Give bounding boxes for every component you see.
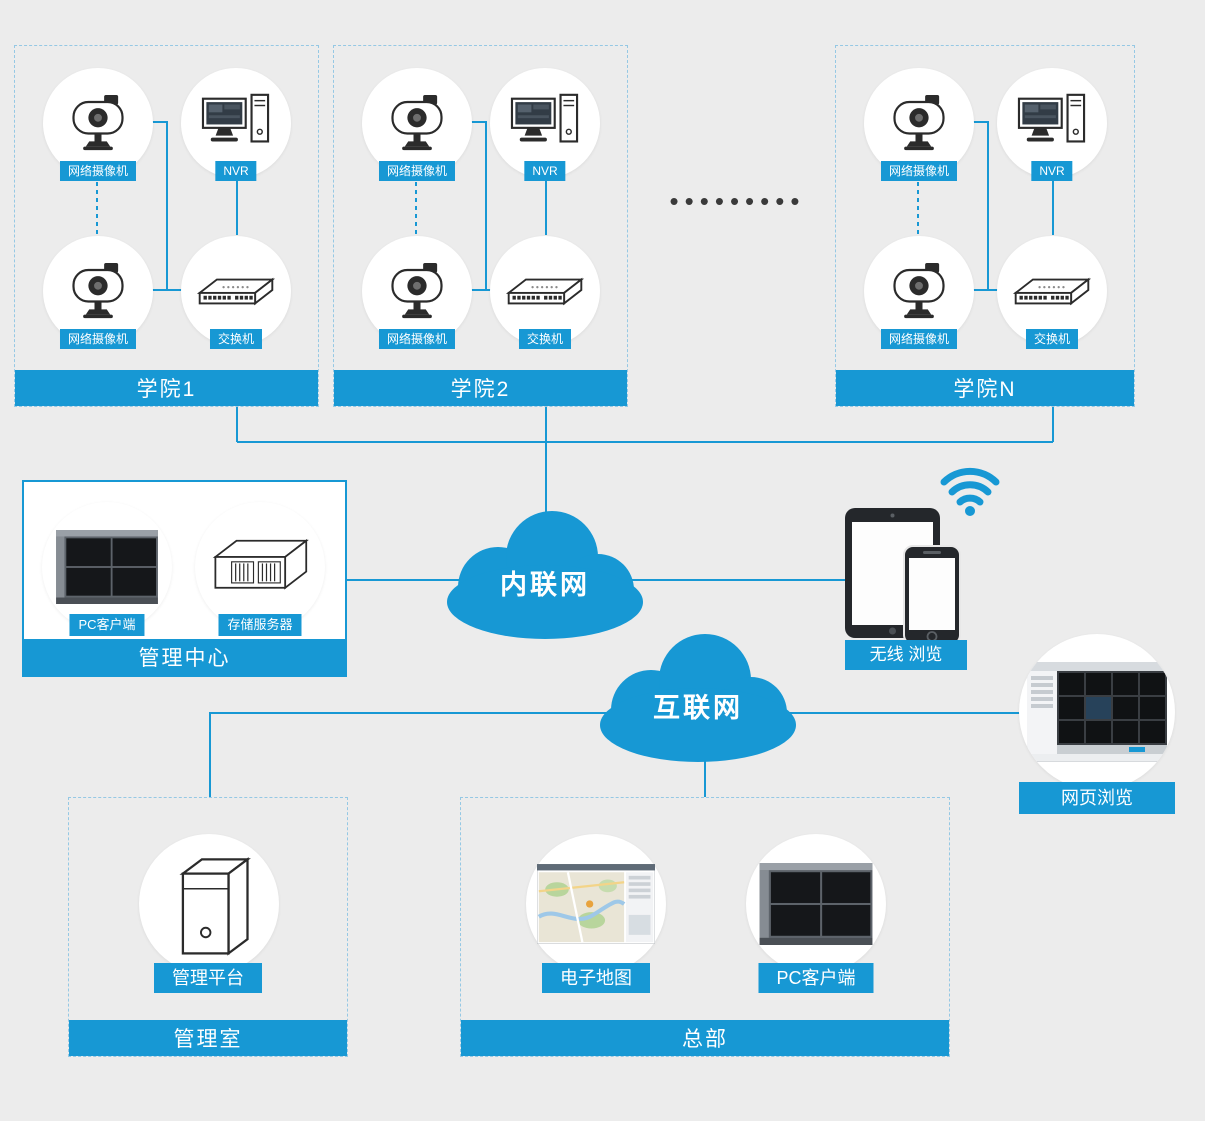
web-browsing-label: 网页浏览 [1019, 782, 1175, 814]
wireless-browsing-label: 无线 浏览 [845, 640, 967, 670]
node-label: 网络摄像机 [378, 329, 456, 349]
management-room-group: 管理平台 管理室 [68, 797, 348, 1057]
intranet-cloud: 内联网 [440, 505, 650, 640]
server-tower-icon [162, 847, 257, 961]
node-label: 存储服务器 [218, 614, 302, 636]
node-label: NVR [1031, 161, 1073, 181]
node-circle [997, 68, 1107, 178]
electronic-map-node [526, 834, 666, 974]
wifi-icon [938, 460, 1002, 518]
network-camera-node: 网络摄像机 [43, 236, 153, 349]
node-circle [864, 236, 974, 346]
cloud-shape [447, 511, 643, 639]
browser-screenshot [1027, 662, 1167, 762]
storage-server-icon [207, 531, 313, 604]
map-screenshot [537, 864, 655, 944]
node-circle [139, 834, 279, 974]
headquarters-banner: 总部 [461, 1020, 949, 1056]
management-center-banner: 管理中心 [24, 639, 345, 675]
pc-client-node [746, 834, 886, 974]
node-circle [181, 236, 291, 346]
pc-client-screenshot [56, 530, 158, 604]
storage-server-node: 存储服务器 [195, 502, 325, 636]
node-label: 交换机 [518, 329, 572, 349]
node-label: 网络摄像机 [59, 161, 137, 181]
node-label: NVR [524, 161, 566, 181]
switch-node: 交换机 [997, 236, 1107, 349]
college-banner: 学院2 [334, 370, 627, 406]
college-n-group: 网络摄像机 NVR 网络摄像机 交换机 学院N [835, 45, 1135, 407]
pc-client-node: PC客户端 [42, 502, 172, 636]
network-camera-node: 网络摄像机 [362, 236, 472, 349]
node-circle [746, 834, 886, 974]
network-camera-node: 网络摄像机 [43, 68, 153, 181]
management-platform-node [139, 834, 279, 974]
ptz-camera-icon [382, 256, 452, 326]
management-center-group: PC客户端 存储服务器 管理中心 [22, 480, 347, 677]
ellipsis-dots: ••••••••• [669, 186, 806, 216]
node-label: 网络摄像机 [378, 161, 456, 181]
internet-cloud: 互联网 [593, 628, 803, 763]
node-circle [43, 68, 153, 178]
ptz-camera-icon [63, 256, 133, 326]
management-platform-label: 管理平台 [154, 963, 262, 993]
smartphone-icon [903, 545, 961, 645]
node-label: 网络摄像机 [59, 329, 137, 349]
node-circle [362, 236, 472, 346]
node-circle [997, 236, 1107, 346]
cloud-shape [600, 634, 796, 762]
ptz-camera-icon [884, 256, 954, 326]
college-2-group: 网络摄像机 NVR 网络摄像机 交换机 学院2 [333, 45, 628, 407]
nvr-node: NVR [181, 68, 291, 181]
web-browsing-node [1019, 634, 1175, 790]
nvr-computer-icon [506, 89, 584, 157]
ptz-camera-icon [63, 88, 133, 158]
pc-client-label: PC客户端 [758, 963, 874, 993]
network-switch-icon [502, 262, 588, 320]
node-circle [490, 68, 600, 178]
node-label: 网络摄像机 [880, 161, 958, 181]
switch-node: 交换机 [490, 236, 600, 349]
ptz-camera-icon [382, 88, 452, 158]
nvr-computer-icon [1013, 89, 1091, 157]
node-circle [181, 68, 291, 178]
node-circle [362, 68, 472, 178]
node-circle [490, 236, 600, 346]
node-circle [864, 68, 974, 178]
electronic-map-label: 电子地图 [542, 963, 650, 993]
college-1-group: 网络摄像机 NVR 网络摄像机 交换机 学院1 [14, 45, 319, 407]
node-circle [42, 502, 172, 632]
network-camera-node: 网络摄像机 [362, 68, 472, 181]
nvr-node: NVR [997, 68, 1107, 181]
internet-cloud-label: 互联网 [653, 693, 743, 723]
network-switch-icon [193, 262, 279, 320]
node-circle [195, 502, 325, 632]
management-room-banner: 管理室 [69, 1020, 347, 1056]
network-switch-icon [1009, 262, 1095, 320]
network-camera-node: 网络摄像机 [864, 236, 974, 349]
node-label: PC客户端 [69, 614, 145, 636]
college-banner: 学院1 [15, 370, 318, 406]
node-label: 交换机 [1025, 329, 1079, 349]
nvr-node: NVR [490, 68, 600, 181]
college-banner: 学院N [836, 370, 1134, 406]
intranet-cloud-label: 内联网 [500, 570, 590, 600]
network-camera-node: 网络摄像机 [864, 68, 974, 181]
node-label: NVR [215, 161, 257, 181]
ptz-camera-icon [884, 88, 954, 158]
switch-node: 交换机 [181, 236, 291, 349]
nvr-computer-icon [197, 89, 275, 157]
node-label: 网络摄像机 [880, 329, 958, 349]
pc-client-screenshot [759, 863, 873, 945]
node-label: 交换机 [209, 329, 263, 349]
node-circle [526, 834, 666, 974]
node-circle [43, 236, 153, 346]
wireless-browsing-group: 无线 浏览 [840, 460, 1015, 675]
headquarters-group: 电子地图 PC客户端 总部 [460, 797, 950, 1057]
